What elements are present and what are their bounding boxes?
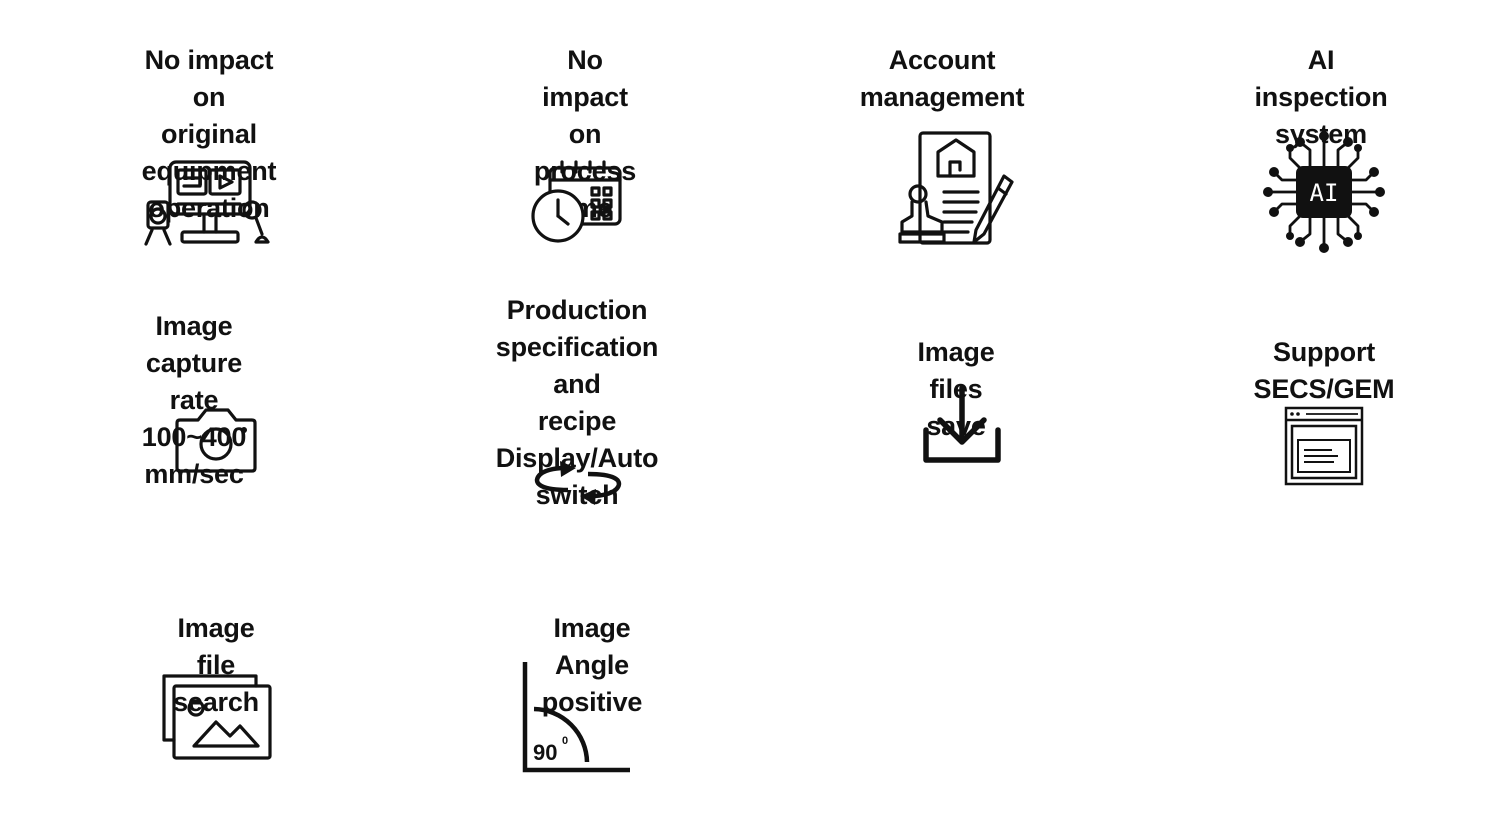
image-gallery-icon bbox=[160, 672, 274, 762]
camera-icon bbox=[174, 406, 258, 474]
calendar-clock-icon bbox=[530, 160, 625, 246]
browser-window-icon bbox=[1284, 406, 1364, 486]
right-angle-icon: 90 0 bbox=[520, 658, 636, 776]
feature-title: Image file search bbox=[173, 613, 259, 717]
feature-title: Image capture rate 100~400 mm/sec bbox=[141, 311, 247, 489]
rotate-arrows-icon bbox=[532, 460, 624, 506]
monitor-camera-icon bbox=[140, 158, 275, 248]
feature-title: Account management bbox=[859, 45, 1025, 112]
angle-value: 90 bbox=[533, 740, 557, 765]
download-icon bbox=[920, 384, 1004, 466]
document-stamp-pencil-icon bbox=[898, 130, 1016, 246]
ai-chip-icon: AI bbox=[1262, 130, 1386, 254]
feature-title: Production specification and recipe Disp… bbox=[495, 295, 659, 510]
feature-title: Image Angle positive bbox=[541, 613, 643, 717]
ai-chip-label: AI bbox=[1310, 179, 1339, 207]
feature-title: Support SECS/GEM bbox=[1253, 337, 1395, 404]
angle-degree-mark: 0 bbox=[562, 735, 568, 747]
